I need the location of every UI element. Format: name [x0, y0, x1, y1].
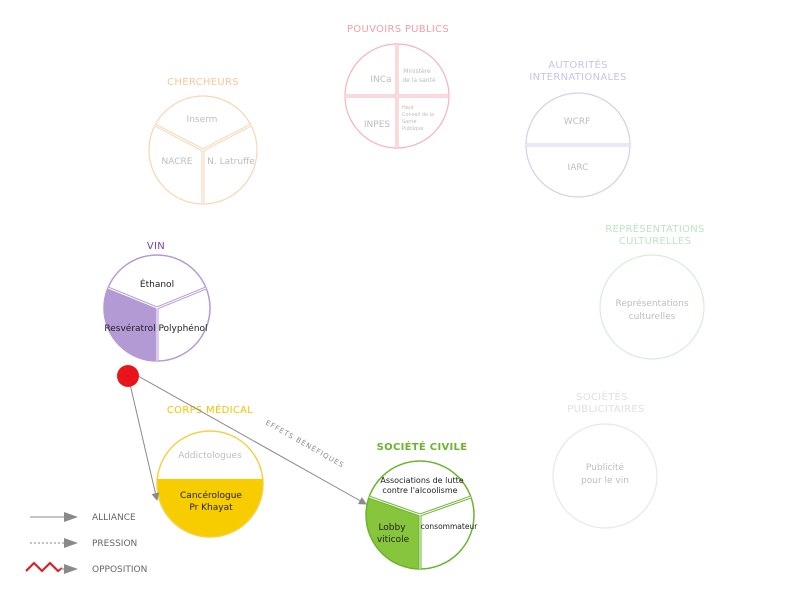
- chercheurs-title: CHERCHEURS: [167, 77, 239, 88]
- corps-medical-circle: [156, 430, 264, 538]
- hcsp-label-2: Conseil de la: [402, 112, 434, 118]
- representations-title-2: CULTURELLES: [619, 236, 691, 247]
- pouvoirs-publics-title: POUVOIRS PUBLICS: [347, 24, 449, 35]
- arrow-vin-to-corps-medical: [129, 383, 160, 501]
- representations-circle: [599, 254, 705, 360]
- hcsp-label-1: Haut: [402, 105, 414, 111]
- latruffe-label: N. Latruffe: [207, 157, 255, 167]
- group-chercheurs: CHERCHEURS Inserm NACRE N. Latruffe: [148, 77, 258, 205]
- wcrf-label: WCRF: [564, 117, 591, 127]
- hcsp-label-3: Santé: [402, 118, 416, 125]
- legend: ALLIANCE PRESSION OPPOSITION: [25, 512, 147, 575]
- representations-label-2: culturelles: [629, 312, 676, 322]
- legend-pression-arrow-icon: [64, 538, 78, 548]
- publicite-label-1: Publicité: [586, 462, 625, 473]
- lobby-label-1: Lobby: [378, 523, 406, 533]
- legend-alliance-arrow-icon: [64, 512, 78, 522]
- inpes-label: INPES: [364, 120, 391, 130]
- representations-label-1: Représentations: [615, 298, 688, 309]
- societes-pub-title-2: PUBLICITAIRES: [567, 404, 644, 415]
- legend-opposition-arrow-icon: [64, 564, 78, 574]
- iarc-label: IARC: [568, 163, 589, 173]
- legend-opposition-label: OPPOSITION: [92, 565, 147, 575]
- societes-pub-title-1: SOCIÉTÉS: [576, 390, 628, 403]
- addictologues-label: Addictologues: [178, 451, 242, 461]
- legend-opposition-zigzag-icon: [25, 561, 63, 573]
- khayat-label: Pr Khayat: [189, 503, 233, 513]
- societes-pub-circle: [552, 423, 658, 529]
- associations-label-1: Associations de lutte: [380, 476, 463, 485]
- hcsp-label-4: Publique: [402, 126, 423, 132]
- effets-benefiques-label: EFFETS BÉNÉFIQUES: [264, 418, 346, 470]
- cancerologue-label: Cancérologue: [180, 490, 242, 501]
- group-societes-pub: SOCIÉTÉS PUBLICITAIRES Publicité pour le…: [552, 390, 658, 529]
- ministere-label-1: Ministère: [403, 68, 431, 75]
- resveratrol-label: Resvératrol: [104, 323, 155, 334]
- group-representations: REPRÉSENTATIONS CULTURELLES Représentati…: [599, 222, 705, 360]
- vin-title: VIN: [147, 241, 165, 252]
- autorites-title-1: AUTORITÉS: [548, 58, 608, 71]
- arrow-vin-to-societe-civile: [137, 375, 367, 505]
- representations-title-1: REPRÉSENTATIONS: [605, 222, 704, 235]
- legend-alliance-label: ALLIANCE: [92, 513, 136, 523]
- autorites-title-2: INTERNATIONALES: [529, 72, 626, 83]
- polyphenol-label: Polyphénol: [158, 323, 207, 334]
- associations-label-2: contre l'alcoolisme: [382, 486, 457, 495]
- group-vin: VIN Éthanol Resvératrol Polyphénol: [103, 241, 211, 362]
- group-corps-medical: CORPS MÉDICAL Addictologues Cancérologue…: [156, 403, 264, 538]
- corps-medical-title: CORPS MÉDICAL: [167, 403, 253, 416]
- societe-civile-title: SOCIÉTÉ CIVILE: [377, 440, 468, 453]
- vin-node-dot: [117, 365, 139, 387]
- legend-pression-label: PRESSION: [92, 539, 137, 549]
- nacre-label: NACRE: [162, 157, 193, 167]
- group-autorites: AUTORITÉS INTERNATIONALES WCRF IARC: [525, 58, 631, 198]
- ministere-label-2: de la santé: [402, 77, 436, 84]
- publicite-label-2: pour le vin: [581, 476, 629, 486]
- consommateur-label: consommateur: [421, 522, 478, 531]
- ethanol-label: Éthanol: [140, 278, 174, 290]
- group-pouvoirs-publics: POUVOIRS PUBLICS INCa Ministère de la sa…: [344, 24, 450, 149]
- group-societe-civile: SOCIÉTÉ CIVILE Associations de lutte con…: [365, 440, 478, 570]
- lobby-label-2: viticole: [377, 535, 410, 545]
- inserm-label: Inserm: [187, 115, 218, 125]
- inca-label: INCa: [370, 75, 391, 85]
